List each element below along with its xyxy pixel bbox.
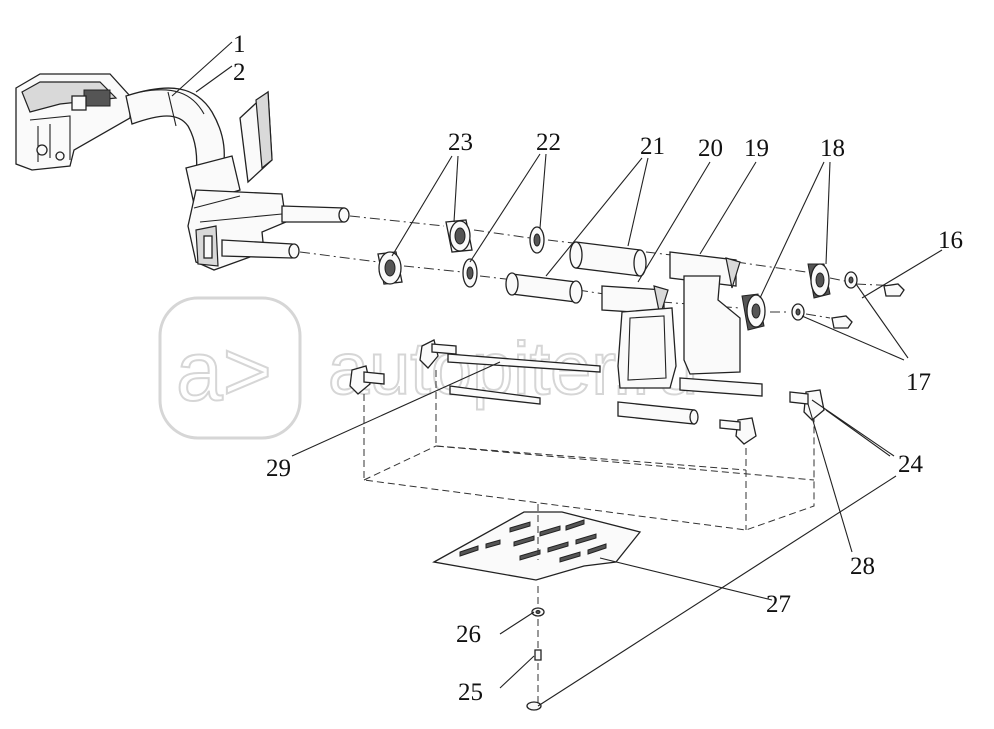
part-19-20-clamp	[601, 251, 741, 389]
callout-26: 26	[456, 621, 481, 648]
leader-lines	[171, 41, 943, 707]
callout-25: 25	[458, 679, 483, 706]
watermark-logo: a>	[176, 324, 272, 418]
callout-1: 1	[233, 31, 246, 58]
part-22-washers	[462, 226, 545, 288]
callout-29: 29	[266, 455, 291, 482]
axis-line-lower	[299, 251, 831, 319]
callout-labels: 1 2 16 17 18 19 20 21 22 23 24 25 26 27 …	[233, 31, 963, 706]
callout-27: 27	[766, 591, 791, 618]
bracket-assembly	[15, 73, 350, 271]
callout-17: 17	[906, 369, 931, 396]
part-25-26-bolt-washer	[526, 607, 545, 711]
callout-21: 21	[640, 133, 665, 160]
part-18-bushings	[741, 263, 831, 331]
callout-19: 19	[744, 135, 769, 162]
callout-2: 2	[233, 59, 246, 86]
part-16-17-fasteners	[791, 271, 905, 329]
part-23-spacers	[377, 219, 473, 285]
part-24-28-29-rods	[349, 339, 825, 445]
callout-24: 24	[898, 451, 924, 478]
callout-18: 18	[820, 135, 845, 162]
callout-22: 22	[536, 129, 561, 156]
callout-16: 16	[938, 227, 963, 254]
callout-23: 23	[448, 129, 473, 156]
battery-box-outline	[363, 370, 815, 531]
part-21-tubes	[505, 241, 647, 304]
part-27-base-plate	[432, 511, 642, 581]
watermark-logo-frame	[158, 296, 302, 440]
callout-28: 28	[850, 553, 875, 580]
callout-20: 20	[698, 135, 723, 162]
watermark: a> autopiter.ru	[158, 296, 699, 440]
